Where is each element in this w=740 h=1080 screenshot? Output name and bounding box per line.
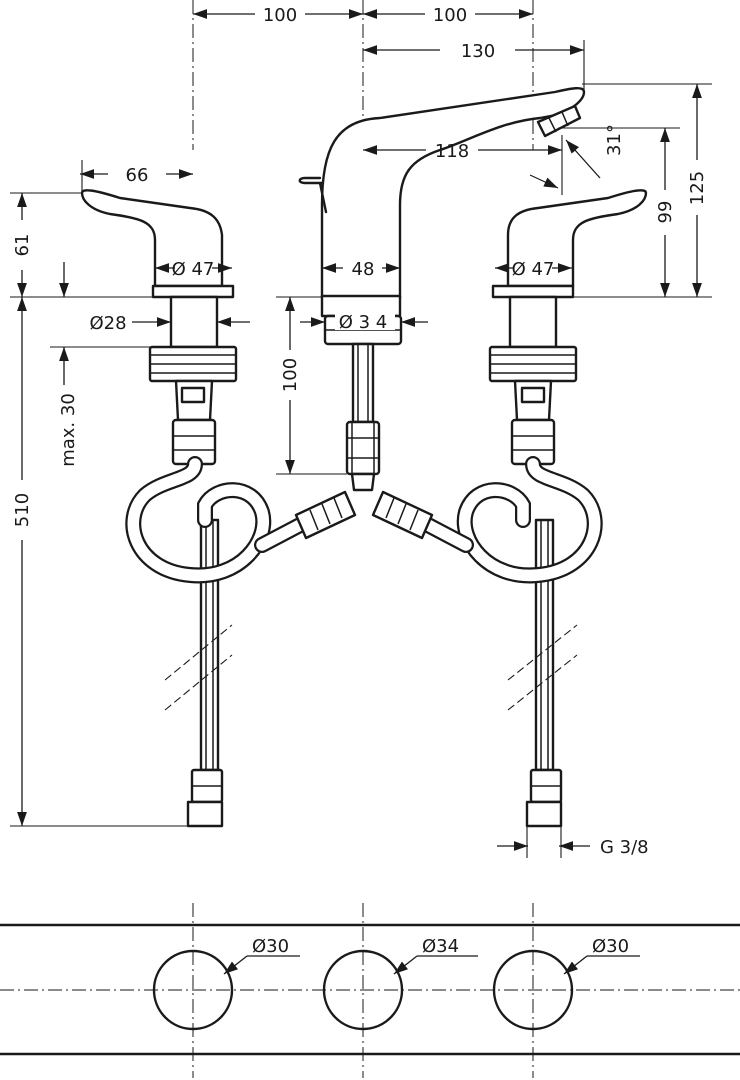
dim-handle-length: 66 [126,165,149,186]
left-hose [125,456,357,584]
center-dimensions [276,263,428,475]
top-dimensions [193,9,712,195]
center-axes [192,0,534,150]
hole-right-label: Ø30 [592,936,629,957]
dim-spread-left: 100 [263,5,297,26]
right-dimensions [495,84,712,858]
dim-spout-projection: 118 [435,141,469,162]
dim-spout-clearance: 100 [280,358,301,392]
dim-spray-angle: 31° [604,124,625,156]
dim-hose-length: 510 [12,493,33,527]
dim-spout-base: 48 [352,259,375,280]
dim-handle-height: 61 [12,234,33,257]
right-handle [488,189,648,828]
hole-left [152,949,234,1031]
dim-total-height: 125 [687,171,708,205]
hole-left-label: Ø30 [252,936,289,957]
dim-max-deck: max. 30 [58,393,79,467]
top-dimension-labels: 100 100 130 118 31° [263,5,625,162]
dim-shank-diameter: Ø28 [89,313,126,334]
right-hose [371,456,603,584]
left-dimension-labels: 66 61 Ø 47 Ø28 max. 30 510 [12,165,214,527]
dim-spout-shank: Ø 3 4 [339,312,388,333]
center-dimension-labels: 48 100 Ø 3 4 [280,259,395,392]
dim-handle-diameter-right: Ø 47 [512,259,555,280]
dim-spread-right: 100 [433,5,467,26]
dim-spout-height: 99 [655,201,676,224]
hole-center [322,949,404,1031]
dim-connection-thread: G 3/8 [600,837,649,858]
deck-plan: Ø30 Ø34 Ø30 [0,903,740,1078]
dim-handle-diameter-left: Ø 47 [172,259,215,280]
left-dimensions [10,160,250,827]
dim-spout-reach: 130 [461,41,495,62]
pipe-break-marks [164,624,578,711]
hole-center-label: Ø34 [422,936,459,957]
right-dimension-labels: Ø 47 99 125 G 3/8 [512,171,708,858]
hole-right [492,949,574,1031]
